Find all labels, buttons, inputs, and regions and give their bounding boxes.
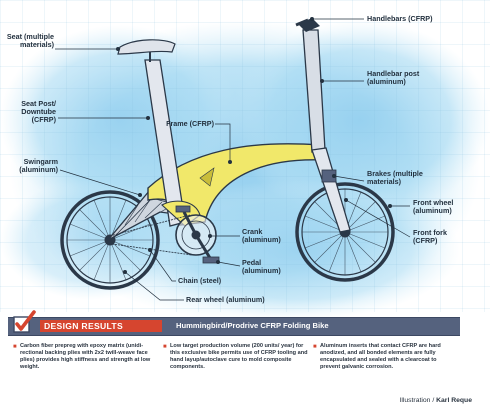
note-1-text: Carbon fiber prepreg with epoxy matrix (…	[20, 343, 151, 370]
front-fork-dot	[344, 198, 348, 202]
label-rear-wheel: Rear wheel (aluminum)	[186, 295, 265, 304]
illustration-credit: Illustration / Karl Reque	[399, 397, 472, 404]
front-fork	[311, 147, 351, 233]
rear-wheel	[60, 190, 160, 290]
label-chain: Chain (steel)	[178, 276, 222, 285]
seat	[117, 39, 176, 62]
design-results-title: DESIGN RESULTS	[40, 320, 162, 332]
crank-dot	[208, 234, 212, 238]
drivetrain	[109, 205, 220, 264]
label-seat: Seat (multiple materials)	[6, 32, 54, 50]
swingarm-dot	[138, 193, 142, 197]
frame-dot	[228, 160, 232, 164]
rear-wheel-dot	[123, 270, 127, 274]
note-3: ■ Aluminum inserts that contact CFRP are…	[313, 343, 458, 371]
pedal-dot	[216, 260, 220, 264]
front-wheel-dot	[388, 204, 392, 208]
label-pedal: Pedal (aluminum)	[242, 258, 281, 276]
bullet-icon: ■	[163, 344, 167, 350]
seat-dot	[116, 47, 120, 51]
label-crank: Crank (aluminum)	[242, 227, 281, 245]
note-1: ■ Carbon fiber prepreg with epoxy matrix…	[13, 343, 158, 371]
callout-lines	[55, 18, 411, 301]
credit-name: Karl Reque	[436, 397, 472, 404]
bullet-icon: ■	[13, 344, 17, 350]
handlebar-post-dot	[320, 79, 324, 83]
label-swingarm: Swingarm (aluminum)	[19, 157, 58, 175]
label-handlebars: Handlebars (CFRP)	[367, 14, 433, 23]
handlebars-dot	[310, 17, 314, 21]
label-handlebar-post: Handlebar post (aluminum)	[367, 69, 420, 87]
note-3-text: Aluminum inserts that contact CFRP are h…	[320, 343, 441, 370]
seat-post-dot	[146, 116, 150, 120]
brakes-dot	[332, 174, 336, 178]
note-2: ■ Low target production volume (200 unit…	[163, 343, 308, 371]
bike-name: Hummingbird/Prodrive CFRP Folding Bike	[176, 321, 329, 330]
label-seat-post: Seat Post/ Downtube (CFRP)	[21, 99, 56, 125]
label-front-wheel: Front wheel (aluminum)	[413, 198, 454, 216]
handlebar-post	[295, 18, 326, 153]
note-2-text: Low target production volume (200 units/…	[170, 343, 308, 370]
credit-prefix: Illustration /	[399, 397, 435, 404]
label-frame: Frame (CFRP)	[166, 119, 214, 128]
chain-dot	[148, 248, 152, 252]
label-brakes: Brakes (multiple materials)	[367, 169, 423, 187]
label-front-fork: Front fork (CFRP)	[413, 228, 447, 246]
bullet-icon: ■	[313, 344, 317, 350]
front-wheel	[295, 182, 395, 282]
checkmark-icon	[13, 310, 36, 333]
